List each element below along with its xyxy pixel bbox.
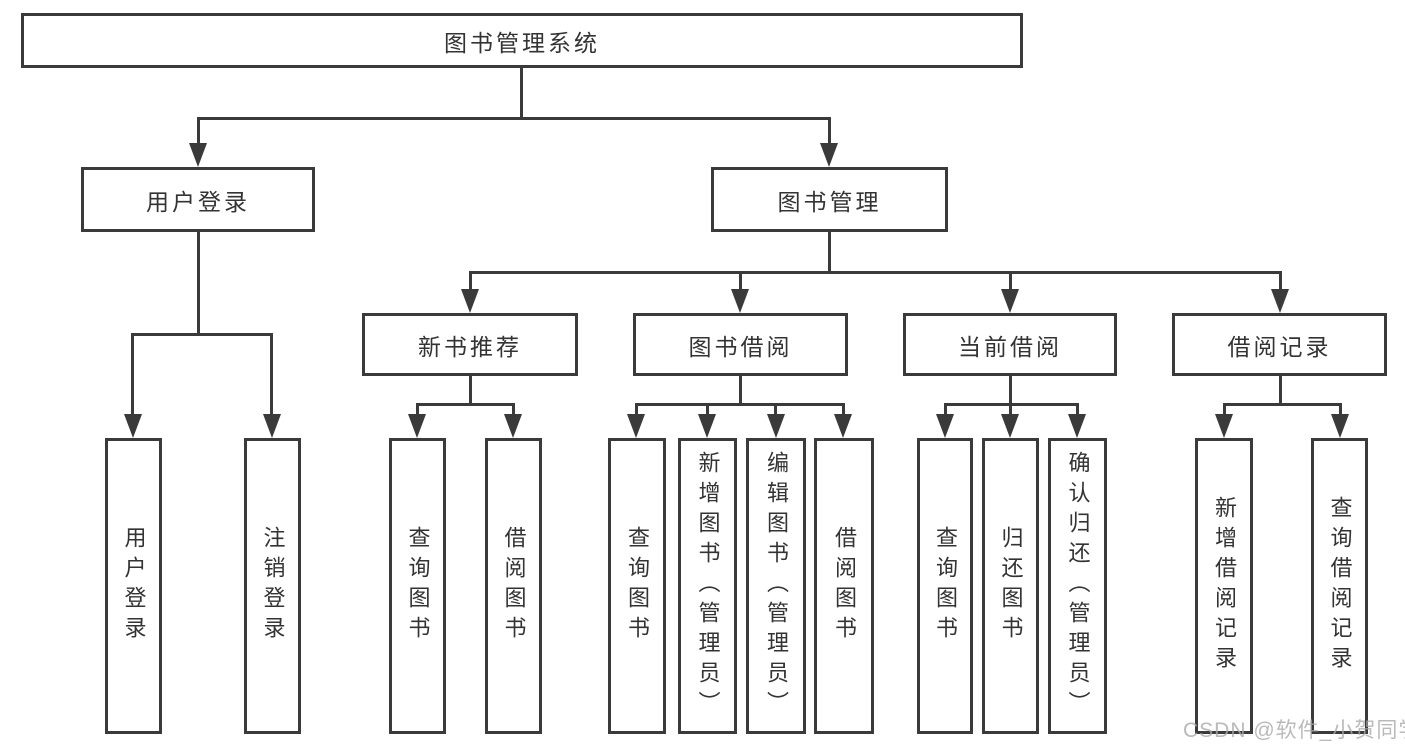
arrow-down-icon xyxy=(408,414,426,438)
leaf-node-query-books: 查询图书 xyxy=(917,438,973,734)
connector-line xyxy=(1279,376,1282,406)
connector-line xyxy=(635,403,845,406)
connector-line xyxy=(739,271,742,291)
arrow-down-icon xyxy=(189,143,207,167)
connector-line xyxy=(197,117,831,120)
connector-line xyxy=(197,117,200,147)
connector-line xyxy=(512,403,515,416)
arrow-down-icon xyxy=(1271,289,1289,313)
arrow-down-icon xyxy=(820,143,838,167)
leaf-node-query-books: 查询图书 xyxy=(608,438,666,734)
level3-node-current-borrowing: 当前借阅 xyxy=(903,313,1117,376)
csdn-watermark: CSDN @软件_小贺同学 xyxy=(1183,719,1405,742)
connector-line xyxy=(469,376,472,406)
root-node: 图书管理系统 xyxy=(21,13,1023,68)
arrow-down-icon xyxy=(834,414,852,438)
arrow-down-icon xyxy=(698,414,716,438)
connector-line xyxy=(520,68,523,120)
arrow-down-icon xyxy=(1001,289,1019,313)
connector-line xyxy=(828,117,831,147)
arrow-down-icon xyxy=(627,414,645,438)
node-label: 图书管理 xyxy=(777,188,882,215)
connector-line xyxy=(416,403,515,406)
connector-line xyxy=(131,333,134,415)
arrow-down-icon xyxy=(1215,414,1233,438)
connector-line xyxy=(270,333,273,415)
leaf-node-return-books: 归还图书 xyxy=(982,438,1039,734)
leaf-node-query-books: 查询图书 xyxy=(389,438,446,734)
arrow-down-icon xyxy=(124,414,142,438)
arrow-down-icon xyxy=(767,414,785,438)
arrow-down-icon xyxy=(263,414,281,438)
connector-line xyxy=(1009,403,1012,416)
node-label: 用户登录 xyxy=(146,188,250,215)
leaf-node-borrow-books: 借阅图书 xyxy=(485,438,542,734)
arrow-down-icon xyxy=(504,414,522,438)
leaf-node-user-login: 用户登录 xyxy=(105,438,162,734)
connector-line xyxy=(828,232,831,274)
node-label: 图书借阅 xyxy=(688,333,793,360)
node-label: 借阅记录 xyxy=(1227,333,1332,360)
leaf-node-borrow-books: 借阅图书 xyxy=(814,438,874,734)
connector-line xyxy=(416,403,419,416)
connector-line xyxy=(469,271,472,291)
connector-line xyxy=(944,403,947,416)
leaf-node-logout: 注销登录 xyxy=(244,438,301,734)
level2-node-user-login: 用户登录 xyxy=(81,167,315,232)
connector-line xyxy=(1009,376,1012,406)
level3-node-borrow-records: 借阅记录 xyxy=(1172,313,1387,376)
level3-node-new-book-recommend: 新书推荐 xyxy=(362,313,578,376)
node-label: 新书推荐 xyxy=(418,333,522,360)
leaf-node-edit-books-admin: 编辑图书（管理员） xyxy=(746,438,806,734)
level3-node-book-borrowing: 图书借阅 xyxy=(633,313,848,376)
connector-line xyxy=(1279,271,1282,291)
connector-line xyxy=(131,333,273,336)
arrow-down-icon xyxy=(1331,414,1349,438)
node-label: 当前借阅 xyxy=(958,333,1062,360)
arrow-down-icon xyxy=(461,289,479,313)
connector-line xyxy=(469,271,1281,274)
arrow-down-icon xyxy=(731,289,749,313)
connector-line xyxy=(706,403,709,416)
connector-line xyxy=(739,376,742,406)
connector-line xyxy=(1223,403,1342,406)
arrow-down-icon xyxy=(936,414,954,438)
arrow-down-icon xyxy=(1068,414,1086,438)
connector-line xyxy=(197,232,200,336)
connector-line xyxy=(1223,403,1226,416)
connector-line xyxy=(1339,403,1342,416)
arrow-down-icon xyxy=(1001,414,1019,438)
leaf-node-add-borrow-record: 新增借阅记录 xyxy=(1195,438,1253,734)
connector-line xyxy=(635,403,638,416)
leaf-node-add-books-admin: 新增图书（管理员） xyxy=(678,438,737,734)
leaf-node-query-borrow-record: 查询借阅记录 xyxy=(1311,438,1368,734)
connector-line xyxy=(774,403,777,416)
connector-line xyxy=(1009,271,1012,291)
leaf-node-confirm-return-admin: 确认归还（管理员） xyxy=(1048,438,1107,734)
root-node-label: 图书管理系统 xyxy=(444,29,600,56)
level2-node-book-management: 图书管理 xyxy=(711,167,948,232)
connector-line xyxy=(842,403,845,416)
connector-line xyxy=(1076,403,1079,416)
